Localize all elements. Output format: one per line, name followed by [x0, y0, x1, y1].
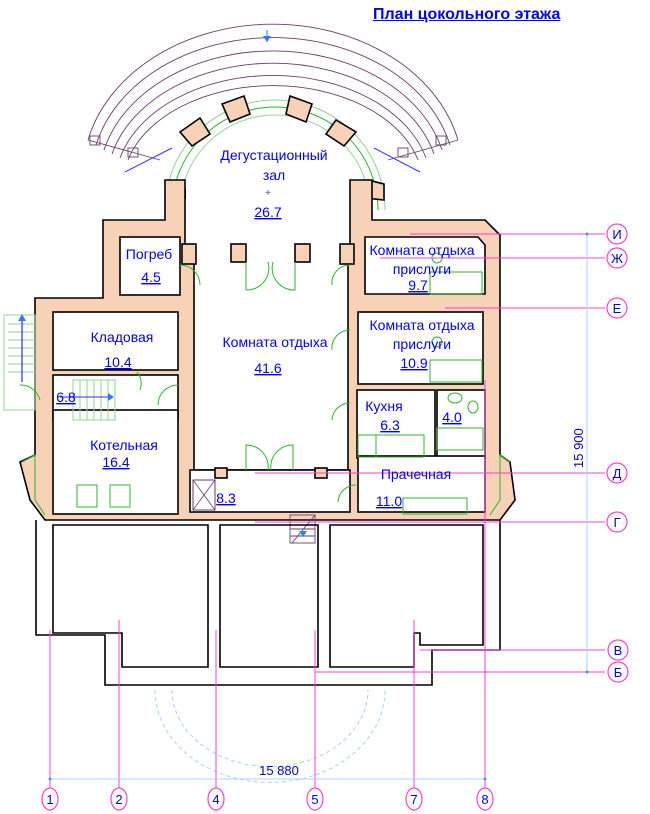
- room-area: 10.9: [400, 355, 427, 371]
- room-area: 4.5: [141, 269, 161, 285]
- room-name: Комната отдыха: [370, 317, 475, 333]
- axis-bubble: Д: [606, 462, 628, 484]
- room-lift-hall: 8.3: [216, 490, 236, 506]
- axis-label: 2: [115, 792, 122, 807]
- axis-bubble: 1: [41, 787, 59, 811]
- axis-bubble: В: [607, 639, 629, 661]
- axis-label: 1: [46, 792, 53, 807]
- room-area: 10.4: [104, 354, 131, 370]
- room-name: Комната отдыха: [223, 334, 328, 350]
- axis-label: И: [612, 227, 621, 242]
- axis-label: Г: [613, 515, 620, 530]
- axis-bubble: 5: [306, 787, 324, 811]
- axis-bubble: 4: [207, 787, 225, 811]
- axis-bubbles-horizontal: И Ж Е Д Г В Б: [606, 223, 629, 683]
- axis-label: Д: [613, 466, 622, 481]
- room-area: 26.7: [254, 204, 281, 220]
- foundation: [35, 520, 501, 783]
- apse-wall: [164, 94, 386, 211]
- axis-bubble: 7: [405, 787, 423, 811]
- room-stair-hall: 6.8: [56, 389, 76, 405]
- room-area: 6.8: [56, 389, 76, 405]
- room-staff-room-2: Комната отдыха прислуги 10.9: [370, 317, 475, 371]
- room-name: Дегустационный: [220, 147, 327, 163]
- svg-text:+: +: [265, 188, 271, 199]
- axis-label: В: [614, 643, 623, 658]
- room-area: 8.3: [216, 490, 236, 506]
- axis-bubble: 2: [110, 787, 128, 811]
- room-name: Кладовая: [91, 329, 154, 345]
- room-lounge: Комната отдыха 41.6: [223, 334, 328, 376]
- room-boiler-room: Котельная 16.4: [90, 437, 158, 470]
- room-laundry: Прачечная 11.0: [376, 466, 451, 509]
- room-name: Погреб: [126, 246, 172, 262]
- axis-label: Е: [613, 301, 622, 316]
- room-tasting-hall: Дегустационный зал + 26.7: [220, 147, 327, 220]
- interior-stair: [60, 379, 116, 421]
- room-area: 11.0: [376, 493, 402, 509]
- room-kitchen: Кухня 6.3: [365, 398, 402, 433]
- axis-bubble: И: [606, 223, 628, 245]
- axis-label: Ж: [611, 251, 623, 266]
- axis-label: 5: [311, 792, 318, 807]
- room-area: 41.6: [254, 360, 281, 376]
- axis-bubble: Г: [606, 511, 628, 533]
- room-name: прислуги: [393, 336, 451, 352]
- room-area: 4.0: [442, 409, 462, 425]
- axis-label: Б: [614, 665, 623, 680]
- room-name: Комната отдыха: [370, 242, 475, 258]
- plan-title: План цокольного этажа: [373, 6, 561, 23]
- grid-axes: [48, 232, 605, 788]
- axis-bubble: Ж: [606, 247, 628, 269]
- room-area: 9.7: [408, 277, 428, 293]
- axis-label: 8: [481, 792, 488, 807]
- axis-label: 4: [212, 792, 219, 807]
- room-area: 16.4: [102, 454, 129, 470]
- room-staff-room-1: Комната отдыха прислуги 9.7: [370, 242, 475, 293]
- doors-equipment: [19, 252, 511, 516]
- room-name: Кухня: [365, 398, 402, 414]
- room-name: Прачечная: [381, 466, 451, 482]
- room-name: зал: [263, 167, 285, 183]
- axis-bubbles-vertical: 1 2 4 5 7 8: [41, 787, 494, 811]
- room-area: 6.3: [380, 417, 400, 433]
- outdoor-stair: [3, 314, 36, 411]
- room-name: Котельная: [90, 437, 158, 453]
- axis-label: 7: [410, 792, 417, 807]
- axis-bubble: 8: [476, 787, 494, 811]
- dimension-horizontal: 15 880: [259, 763, 299, 778]
- axis-bubble: Б: [607, 661, 629, 683]
- axis-bubble: Е: [606, 297, 628, 319]
- room-bathroom: 4.0: [442, 409, 462, 425]
- room-storeroom: Кладовая 10.4: [91, 329, 154, 370]
- dimension-vertical: 15 900: [571, 428, 586, 468]
- terrace-arcs: [87, 23, 459, 173]
- room-name: прислуги: [393, 261, 451, 277]
- room-cellar: Погреб 4.5: [126, 246, 172, 285]
